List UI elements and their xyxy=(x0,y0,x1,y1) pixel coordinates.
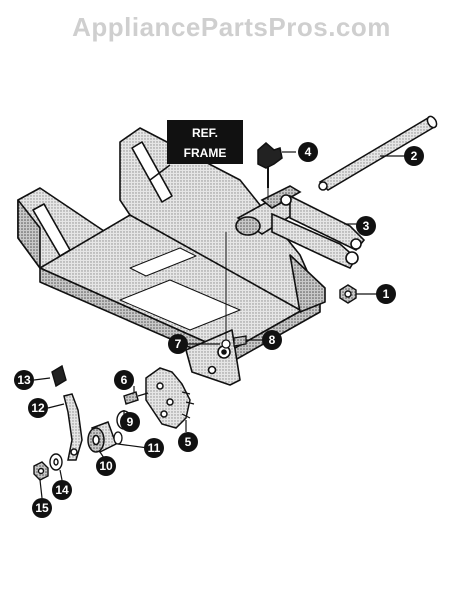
callout-6: 6 xyxy=(114,370,134,390)
svg-text:10: 10 xyxy=(99,459,113,473)
svg-text:2: 2 xyxy=(411,149,418,163)
lever-arm-part xyxy=(235,185,366,270)
svg-text:FRAME: FRAME xyxy=(184,146,227,160)
svg-text:3: 3 xyxy=(363,219,370,233)
cylinder-part xyxy=(87,421,117,454)
washer-2-part xyxy=(49,453,63,471)
svg-text:1: 1 xyxy=(383,287,390,301)
callout-2: 2 xyxy=(404,146,424,166)
svg-text:8: 8 xyxy=(269,333,276,347)
svg-text:REF.: REF. xyxy=(192,126,218,140)
callout-9: 9 xyxy=(120,412,140,432)
callout-4: 4 xyxy=(298,142,318,162)
svg-text:7: 7 xyxy=(175,337,182,351)
callout-14: 14 xyxy=(52,480,72,500)
svg-text:15: 15 xyxy=(35,501,49,515)
callout-1: 1 xyxy=(376,284,396,304)
svg-text:14: 14 xyxy=(55,483,69,497)
clip-part xyxy=(51,364,67,388)
svg-text:13: 13 xyxy=(17,373,31,387)
small-screw-part xyxy=(123,391,149,405)
callout-7: 7 xyxy=(168,334,188,354)
bushing-part xyxy=(113,431,123,445)
callout-11: 11 xyxy=(144,438,164,458)
svg-text:5: 5 xyxy=(185,435,192,449)
bracket-screws-part xyxy=(221,335,247,349)
svg-text:12: 12 xyxy=(31,401,45,415)
svg-text:11: 11 xyxy=(148,441,161,455)
svg-text:6: 6 xyxy=(121,373,128,387)
lever-part xyxy=(63,393,83,461)
svg-text:4: 4 xyxy=(305,145,312,159)
callout-3: 3 xyxy=(356,216,376,236)
leader-lines xyxy=(225,188,269,340)
callout-8: 8 xyxy=(262,330,282,350)
gear-plate-part xyxy=(145,367,195,429)
nut-2-part xyxy=(33,461,49,481)
ref-frame-label: REF. FRAME xyxy=(149,120,243,181)
nut-part xyxy=(339,284,357,304)
ref-frame-part xyxy=(17,127,326,386)
callout-leaders xyxy=(33,151,408,499)
watermark-text: AppliancePartsPros.com xyxy=(72,12,391,42)
callout-12: 12 xyxy=(28,398,48,418)
callout-13: 13 xyxy=(14,370,34,390)
callout-5: 5 xyxy=(178,432,198,452)
callout-10: 10 xyxy=(96,456,116,476)
callout-15: 15 xyxy=(32,498,52,518)
svg-text:9: 9 xyxy=(127,415,134,429)
knob-part xyxy=(257,142,283,188)
rod-part xyxy=(318,115,438,191)
